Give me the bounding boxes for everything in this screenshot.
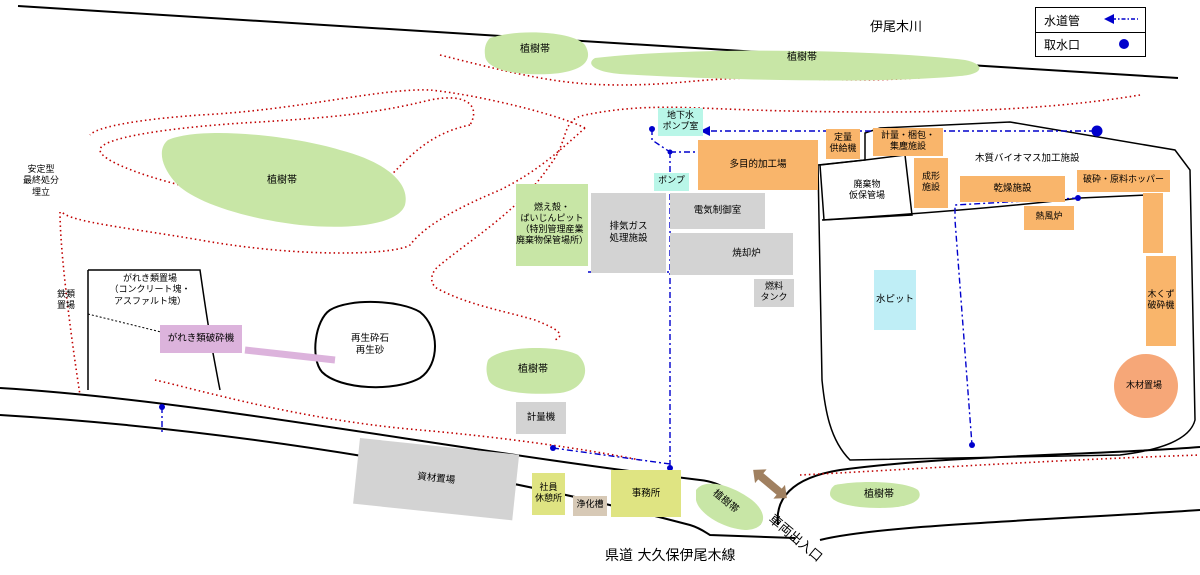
green-belt-label: 植樹帯 bbox=[520, 44, 550, 55]
workshop: 多目的加工場 bbox=[698, 140, 818, 190]
river-label: 伊尾木川 bbox=[870, 20, 923, 35]
fuel-tank: 燃料 タンク bbox=[754, 279, 794, 307]
timber-yard-label: 木材置場 bbox=[1126, 381, 1163, 391]
wood-crusher: 木くず 破砕機 bbox=[1146, 256, 1176, 346]
rubble-yard-label: がれき類置場 （コンクリート塊・ アスファルト塊） bbox=[109, 274, 191, 307]
dryer: 乾燥施設 bbox=[960, 176, 1065, 202]
recycled-label: 再生砕石 再生砂 bbox=[350, 333, 389, 356]
biomass-label: 木質バイオマス加工施設 bbox=[975, 153, 1080, 164]
river-bank bbox=[17, 5, 1179, 79]
baler: 計量・梱包・ 集塵施設 bbox=[873, 128, 943, 156]
groundwater-pump-room: 地下水 ポンプ室 bbox=[658, 108, 703, 136]
rubble-conveyor bbox=[244, 346, 336, 364]
incinerator: 焼却炉 bbox=[670, 233, 793, 275]
landfill-label: 安定型 最終処分 埋立 bbox=[22, 165, 59, 198]
pipe-arrow-head bbox=[700, 126, 710, 136]
legend-intake-row: 取水口 bbox=[1036, 32, 1145, 56]
hopper: 破砕・原料ホッパー bbox=[1077, 170, 1170, 192]
wood-conveyor bbox=[1143, 193, 1163, 253]
scrap-iron-label: 鉄類 置場 bbox=[56, 290, 75, 312]
legend-intake-label: 取水口 bbox=[1044, 38, 1081, 52]
intake-legend-icon bbox=[1119, 39, 1129, 49]
boundary-lines bbox=[59, 54, 1200, 476]
hot-air-furnace: 熱風炉 bbox=[1024, 206, 1074, 230]
green-belt-label: 植樹帯 bbox=[518, 364, 548, 375]
scale: 計量機 bbox=[516, 402, 566, 434]
green-belt-label: 植樹帯 bbox=[267, 175, 297, 186]
office: 事務所 bbox=[611, 470, 681, 517]
road-label: 県道 大久保伊尾木線 bbox=[605, 548, 736, 564]
septic-tank: 浄化槽 bbox=[573, 496, 607, 516]
green-belt-label: 植樹帯 bbox=[787, 52, 817, 63]
vehicle-entrance-arrow bbox=[753, 469, 787, 499]
biomass-outline bbox=[817, 121, 1196, 461]
rubble-yard-outline bbox=[88, 269, 221, 391]
rubble-crusher: がれき類破砕機 bbox=[160, 325, 242, 353]
green-belts bbox=[161, 32, 980, 530]
molding: 成形 施設 bbox=[914, 158, 948, 208]
exhaust-treatment: 排気ガス 処理施設 bbox=[591, 193, 666, 273]
waste-storage: 廃棄物 仮保管場 bbox=[848, 179, 885, 201]
rest-room: 社員 休憩所 bbox=[532, 473, 565, 515]
pipe-legend-icon bbox=[1104, 14, 1138, 24]
green-belt-label: 植樹帯 bbox=[864, 489, 894, 500]
scrap-pointer bbox=[87, 313, 166, 334]
feeder: 定量 供給機 bbox=[826, 129, 860, 159]
pump: ポンプ bbox=[654, 173, 689, 191]
legend-pipe-label: 水道管 bbox=[1044, 14, 1081, 28]
ash-pit: 燃え殻・ ばいじんピット （特別管理産業 廃棄物保管場所） bbox=[516, 184, 588, 266]
legend: 水道管 取水口 bbox=[1035, 7, 1146, 57]
intake-points bbox=[159, 125, 1103, 471]
water-pit: 水ピット bbox=[874, 270, 916, 330]
timber-yard-circle bbox=[1114, 354, 1178, 418]
legend-pipe-row: 水道管 bbox=[1036, 8, 1145, 33]
waste-storage-outline bbox=[819, 154, 913, 221]
control-room: 電気制御室 bbox=[670, 193, 765, 229]
road-edge-lower-right bbox=[819, 509, 1200, 541]
